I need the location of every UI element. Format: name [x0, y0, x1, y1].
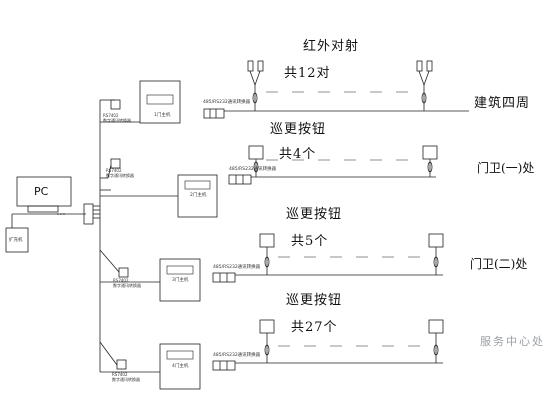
zone-1-converter-label: 485/RS232通讯转换器: [203, 100, 251, 105]
zone-2-device-title: 巡更按钮: [270, 122, 327, 137]
zone-2-count: 共4个: [279, 147, 317, 162]
patrol-button-right-4: [428, 319, 444, 334]
zone-3-area: 门卫(二)处: [470, 257, 528, 271]
zone-3-controller-label: 3门主机: [172, 278, 189, 283]
module-box-3: [118, 267, 129, 278]
zone-4-module-label: RS7402 数字通讯转换器: [112, 372, 140, 382]
ir-sensor-left-1: [247, 60, 254, 72]
module-box-4: [116, 359, 127, 370]
patrol-button-left-2: [248, 145, 264, 160]
zone-2-area: 门卫(一)处: [477, 161, 535, 175]
zone-2-module-label: RS7402 数字通讯转换器: [106, 168, 134, 178]
extender-box: [5, 227, 29, 253]
pc-label: PC: [34, 185, 49, 198]
patrol-button-left-4: [259, 319, 275, 334]
zone-3-count: 共5个: [291, 234, 329, 249]
zone-4-device-title: 巡更按钮: [286, 293, 343, 308]
extender-label: 扩充机: [9, 238, 23, 243]
zone-3-device-title: 巡更按钮: [286, 207, 343, 222]
zone-1-area: 建筑四周: [474, 96, 531, 111]
controller-box-4: [159, 343, 201, 390]
zone-4-converter-label: 485/RS232通讯转换器: [213, 353, 261, 358]
zone-1-module-label: RS7402 数字通讯转换器: [103, 113, 131, 123]
controller-box-1: [139, 80, 181, 124]
converter-block-2: [228, 174, 252, 185]
zone-4-controller-label: 4门主机: [172, 364, 189, 369]
converter-block-1: [203, 108, 225, 119]
converter-block-4: [212, 360, 236, 371]
module-box-2: [110, 158, 121, 169]
zone-2-controller-label: 2门主机: [190, 193, 207, 198]
converter-block-3: [212, 272, 236, 283]
zone-3-converter-label: 485/RS232通讯转换器: [213, 265, 261, 270]
zone-1-count: 共12对: [284, 66, 331, 81]
zone-4-count: 共27个: [291, 320, 338, 335]
pc-base: [27, 205, 59, 213]
patrol-button-right-3: [428, 233, 444, 248]
ir-sensor-right-1: [416, 60, 423, 72]
zone-1-device-title: 红外对射: [303, 39, 360, 54]
patrol-button-left-3: [259, 233, 275, 248]
zone-1-controller-label: 1门主机: [154, 113, 171, 118]
module-box-1: [110, 99, 121, 110]
patrol-button-right-2: [422, 145, 438, 160]
zone-2-converter-label: 485/RS232通讯转换器: [229, 167, 277, 172]
zone-3-module-label: RS7402 数字通讯转换器: [113, 278, 141, 288]
zone-4-area: 服务中心处: [480, 335, 545, 348]
controller-box-3: [159, 258, 201, 302]
